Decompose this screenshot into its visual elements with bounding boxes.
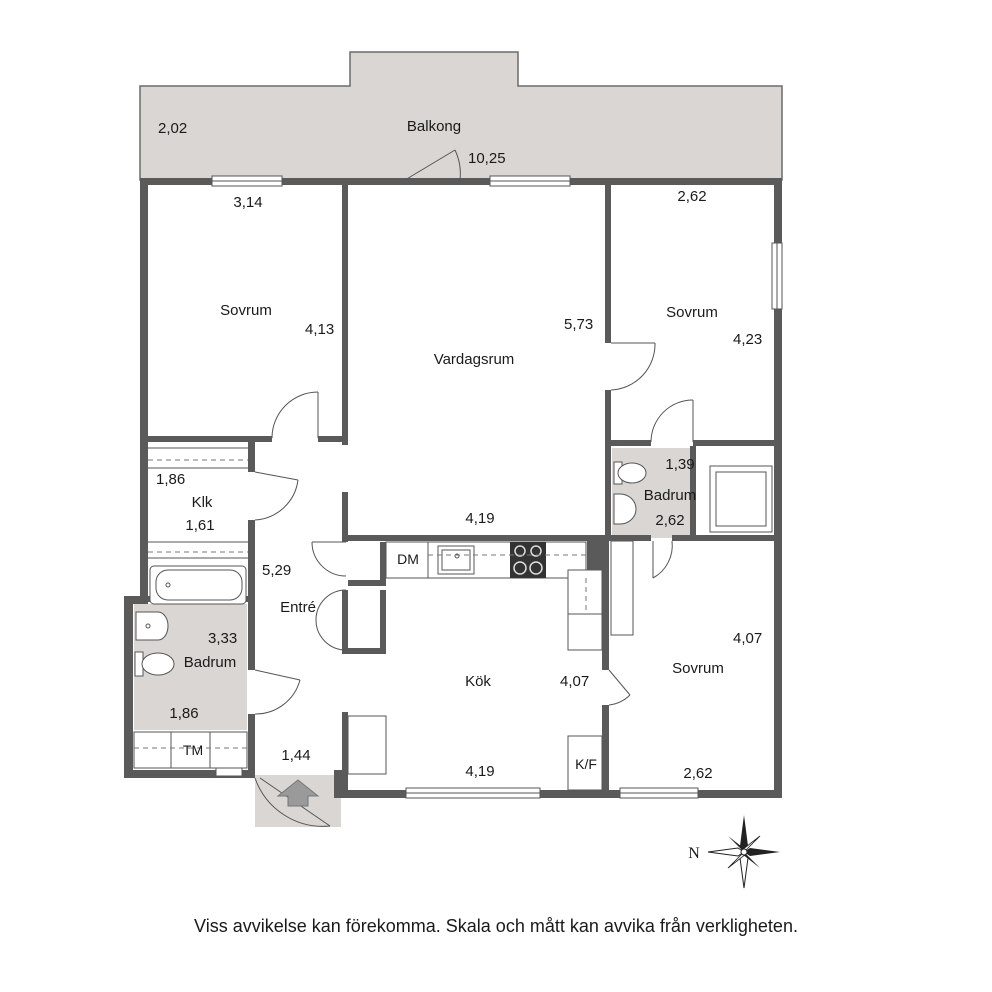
bath-east-fixtures	[613, 461, 773, 533]
balcony-dim-right: 10,25	[468, 150, 506, 167]
interior-walls	[133, 183, 782, 795]
doors	[254, 149, 694, 827]
bedroom-ne-dim-h: 4,23	[733, 331, 762, 348]
hall-label: Entré	[280, 599, 316, 616]
living-label: Vardagsrum	[434, 351, 515, 368]
bath-west-label: Badrum	[184, 654, 237, 671]
kitchen-dim-w: 4,19	[465, 763, 494, 780]
bedroom-nw-label: Sovrum	[220, 302, 272, 319]
disclaimer-text: Viss avvikelse kan förekomma. Skala och …	[194, 916, 798, 936]
laundry-label: TM	[183, 742, 203, 758]
windows	[211, 175, 783, 799]
entrance-arrow-icon	[276, 779, 320, 807]
kitchen-fixtures	[347, 540, 634, 791]
bedroom-nw-dim-w: 3,14	[233, 194, 262, 211]
fridge-label: K/F	[575, 756, 597, 772]
balcony-dim-left: 2,02	[158, 120, 187, 137]
bedroom-se-label: Sovrum	[672, 660, 724, 677]
closet-dim-a: 1,86	[156, 471, 185, 488]
hall-dim-h: 5,29	[262, 562, 291, 579]
compass-icon	[707, 815, 780, 889]
bath-east-label: Badrum	[644, 487, 697, 504]
bath-east-dim-b: 2,62	[655, 512, 684, 529]
balcony-area	[139, 51, 783, 181]
bedroom-se-dim-w: 2,62	[683, 765, 712, 782]
closet-dim-b: 1,61	[185, 517, 214, 534]
living-dim-h: 5,73	[564, 316, 593, 333]
living-dim-w: 4,19	[465, 510, 494, 527]
kitchen-dim-h: 4,07	[560, 673, 589, 690]
bedroom-ne-dim-w: 2,62	[677, 188, 706, 205]
closet-label: Klk	[192, 494, 213, 511]
bedroom-nw-dim-h: 4,13	[305, 321, 334, 338]
compass-north-label: N	[688, 845, 700, 862]
bath-west-fixtures	[133, 565, 248, 769]
bedroom-ne-label: Sovrum	[666, 304, 718, 321]
bath-west-dim-w: 1,86	[169, 705, 198, 722]
hall-dim-w: 1,44	[281, 747, 310, 764]
dishwasher-label: DM	[397, 551, 419, 567]
bath-east-dim-a: 1,39	[665, 456, 694, 473]
bath-west-dim-h: 3,33	[208, 630, 237, 647]
closet-shelves	[148, 447, 248, 559]
bedroom-se-dim-h: 4,07	[733, 630, 762, 647]
kitchen-label: Kök	[465, 673, 491, 690]
balcony-label: Balkong	[407, 118, 461, 135]
